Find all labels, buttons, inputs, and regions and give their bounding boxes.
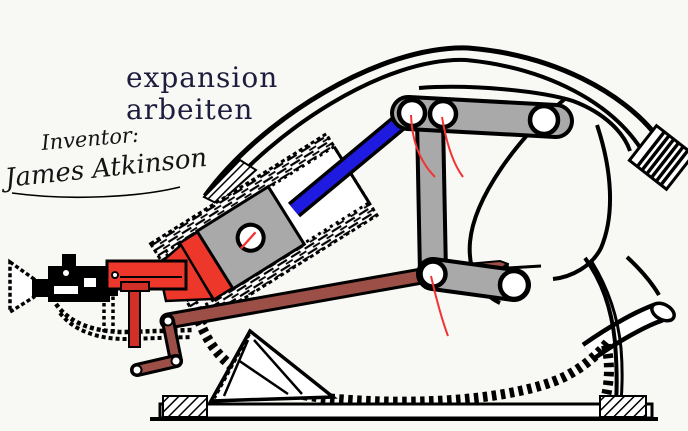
base-plate-bar bbox=[158, 402, 654, 420]
base-left-foot bbox=[162, 395, 208, 418]
cylinder-mouth bbox=[332, 145, 371, 204]
valve-body-pin bbox=[63, 270, 69, 276]
annotation-curves bbox=[410, 114, 464, 337]
valve-body-slot1 bbox=[54, 286, 78, 294]
casing-cylinder-junction-hatch bbox=[202, 158, 258, 206]
pivot-link-right bbox=[527, 103, 561, 137]
base-plate bbox=[150, 395, 658, 421]
valve-body bbox=[48, 266, 110, 302]
valve-stem-rod bbox=[128, 290, 141, 348]
wrist-pin-annotation bbox=[240, 231, 257, 250]
valve-body-slot2 bbox=[84, 278, 96, 287]
connecting-rod bbox=[287, 104, 419, 218]
stroke-phase-label: expansion arbeiten bbox=[126, 61, 278, 126]
lever-pivot-3 bbox=[131, 364, 143, 376]
flywheel-rim-band-right bbox=[600, 343, 614, 402]
rocker-pivot bbox=[111, 271, 119, 279]
valve-gear-red bbox=[105, 243, 216, 348]
crank-link-line bbox=[507, 264, 542, 270]
valve-body-knob bbox=[62, 254, 76, 266]
signature-flourish bbox=[11, 186, 181, 199]
anchor-link bbox=[133, 357, 180, 374]
intake-pipe bbox=[32, 279, 52, 297]
lever-pivot-1 bbox=[162, 315, 174, 327]
lever-pivot-2 bbox=[170, 355, 182, 367]
support-bracket bbox=[207, 328, 338, 403]
bracket-hatched-edge bbox=[212, 333, 251, 399]
pivot-crank bbox=[497, 268, 531, 302]
annotation-arc-2 bbox=[441, 116, 464, 178]
valve-assembly bbox=[8, 254, 193, 342]
long-lever bbox=[162, 268, 439, 327]
phase-label-line1: expansion bbox=[126, 61, 278, 94]
casing-outer-curve bbox=[202, 45, 657, 198]
toggle-links bbox=[390, 95, 574, 302]
vertical-link bbox=[419, 119, 444, 275]
annotation-arc-3 bbox=[430, 275, 449, 337]
valve-stem-cap bbox=[120, 281, 150, 292]
casing-inner-curve bbox=[215, 57, 643, 203]
valve-pipe-lower-dotted bbox=[58, 311, 193, 342]
base-right-foot bbox=[599, 395, 647, 418]
phase-label-line2: arbeiten bbox=[126, 93, 253, 126]
valve-pipe-upper-dotted bbox=[54, 302, 193, 335]
ribbed-coupling bbox=[627, 123, 688, 192]
exhaust-pipe bbox=[581, 301, 676, 362]
annotation-arc-1 bbox=[410, 114, 436, 178]
casing-right-edge-curve bbox=[625, 255, 661, 297]
casing-crescent-right bbox=[552, 124, 613, 281]
casing-right-leg bbox=[590, 261, 624, 403]
bracket-struts bbox=[222, 339, 303, 397]
casing-bulge-outline bbox=[583, 256, 619, 404]
connecting-rod-body bbox=[290, 107, 416, 215]
